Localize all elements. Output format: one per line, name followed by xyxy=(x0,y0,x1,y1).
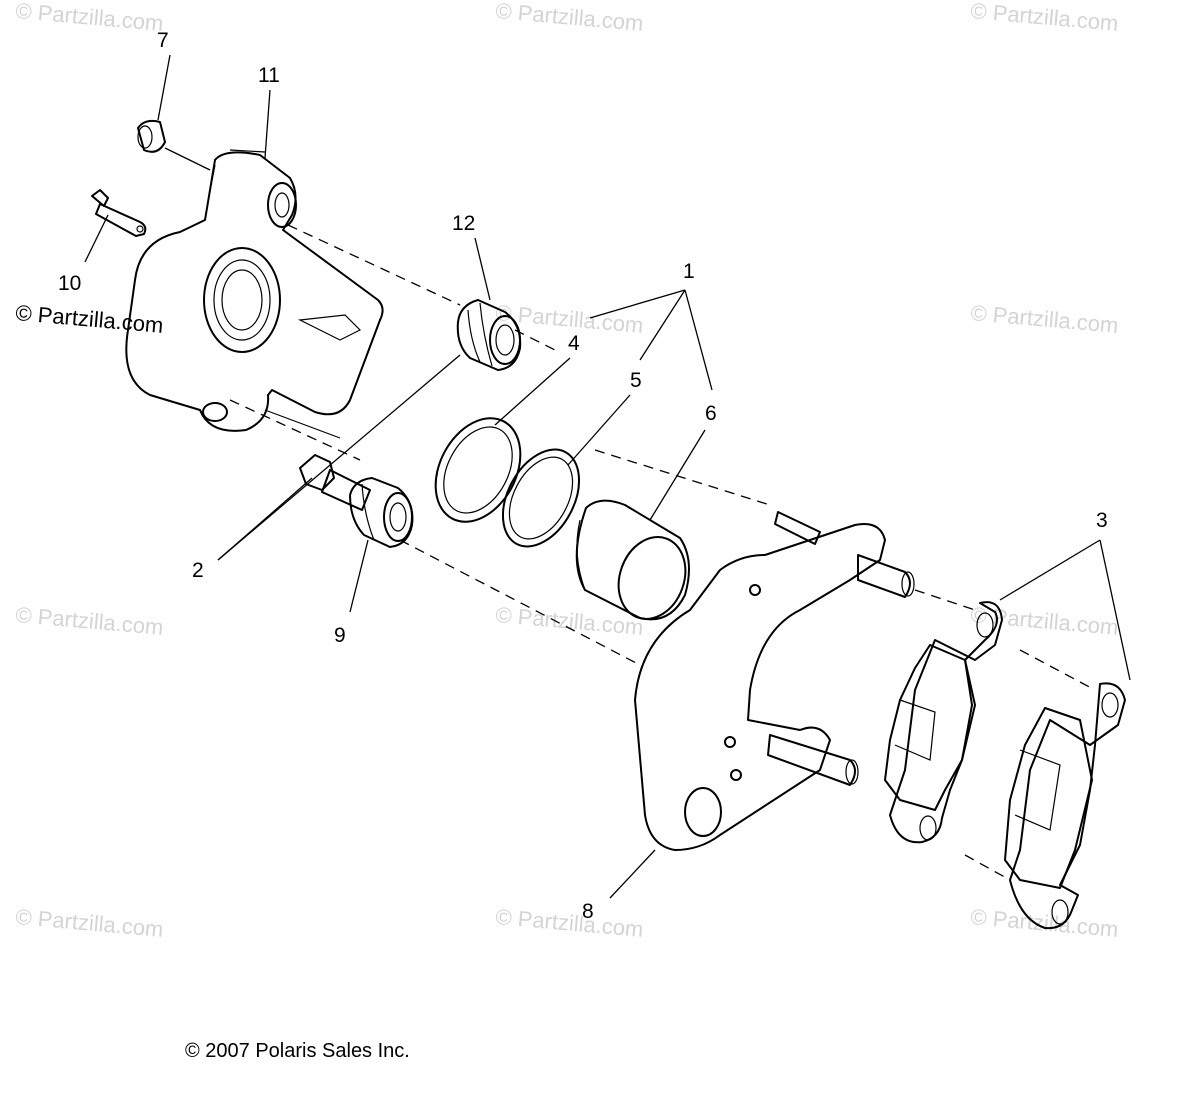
callout-2: 2 xyxy=(192,559,204,582)
bracket-part-8 xyxy=(634,511,915,851)
callout-1: 1 xyxy=(683,260,695,283)
callout-11: 11 xyxy=(258,64,280,87)
bleeder-screw-part-10 xyxy=(91,189,147,237)
brake-pad-outer-part-3 xyxy=(1004,682,1126,930)
dust-cap-part-7 xyxy=(137,119,211,171)
watermark: © Partzilla.com xyxy=(15,602,165,640)
seal-ring-part-4 xyxy=(434,417,522,523)
callout-10: 10 xyxy=(58,272,81,295)
watermark-group: © Partzilla.com © Partzilla.com © Partzi… xyxy=(15,0,1120,942)
callout-9: 9 xyxy=(334,624,346,647)
watermark: © Partzilla.com xyxy=(970,300,1120,338)
callout-12: 12 xyxy=(452,212,475,235)
alignment-lines xyxy=(229,224,1096,881)
piston-part-6 xyxy=(575,499,690,621)
callout-3: 3 xyxy=(1096,509,1108,532)
callout-7: 7 xyxy=(157,29,169,52)
callout-8: 8 xyxy=(582,900,594,923)
watermark: © Partzilla.com xyxy=(495,904,645,942)
caliper-body-part-11 xyxy=(125,149,384,439)
watermark: © Partzilla.com xyxy=(15,0,165,36)
callout-5: 5 xyxy=(630,369,642,392)
watermark: © Partzilla.com xyxy=(495,0,645,36)
watermark: © Partzilla.com xyxy=(970,0,1120,36)
watermark: © Partzilla.com xyxy=(15,904,165,942)
seal-ring-part-5 xyxy=(501,448,581,548)
callout-6: 6 xyxy=(705,402,717,425)
boot-part-12 xyxy=(456,299,522,371)
brake-pad-inner-part-3 xyxy=(884,601,1003,844)
watermark-side: © Partzilla.com xyxy=(15,300,165,338)
callouts: 7 11 10 12 1 4 5 6 3 2 9 8 xyxy=(58,29,1108,923)
copyright-notice: © 2007 Polaris Sales Inc. xyxy=(185,1040,410,1062)
callout-4: 4 xyxy=(568,332,580,355)
leader-lines xyxy=(84,54,1131,899)
watermark: © Partzilla.com xyxy=(970,904,1120,942)
boot-part-9 xyxy=(349,477,414,548)
